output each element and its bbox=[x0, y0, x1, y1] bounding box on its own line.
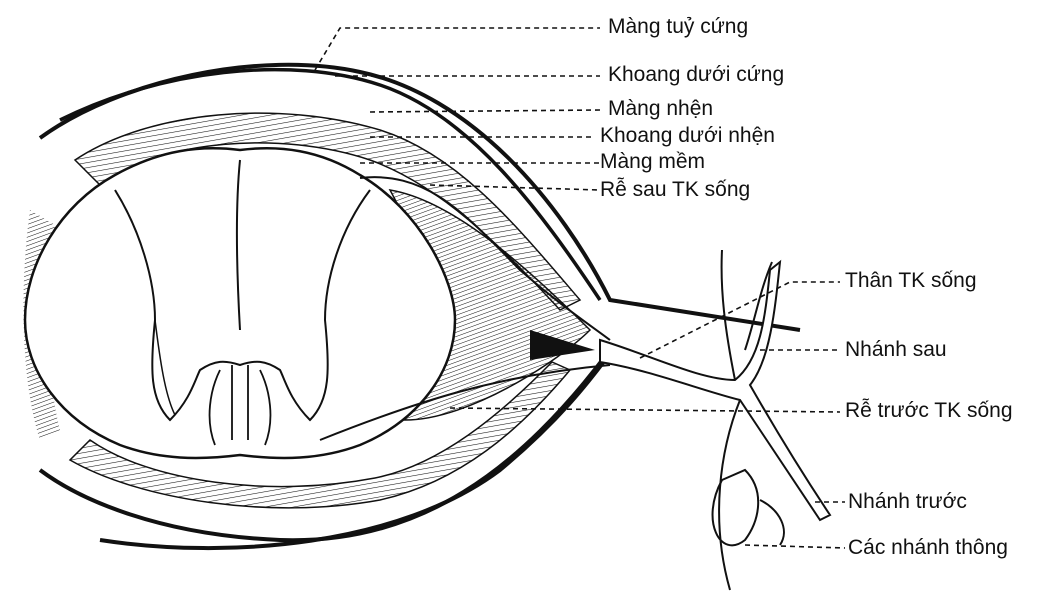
label-pia-mater: Màng mềm bbox=[600, 151, 705, 172]
label-anterior-ramus: Nhánh trước bbox=[848, 491, 967, 512]
leader-dura bbox=[315, 28, 600, 70]
anterior-ramus-branch bbox=[719, 400, 740, 590]
label-ventral-root: Rễ trước TK sống bbox=[845, 400, 1013, 421]
communicating-rami bbox=[713, 470, 784, 545]
label-dorsal-root: Rễ sau TK sống bbox=[600, 179, 750, 200]
label-subarachnoid-space: Khoang dưới nhện bbox=[600, 125, 775, 146]
leader-communicating bbox=[745, 545, 845, 548]
label-communicating-rami: Các nhánh thông bbox=[848, 537, 1008, 558]
label-subdural-space: Khoang dưới cứng bbox=[608, 64, 784, 85]
label-spinal-nerve-trunk: Thân TK sống bbox=[845, 270, 977, 291]
spinal-cord-outline bbox=[25, 148, 455, 458]
label-posterior-ramus: Nhánh sau bbox=[845, 339, 947, 360]
spinal-nerve-trunk bbox=[600, 262, 830, 520]
label-arachnoid: Màng nhện bbox=[608, 98, 713, 119]
leader-arachnoid bbox=[370, 110, 600, 112]
label-dura-mater: Màng tuỷ cứng bbox=[608, 16, 748, 37]
